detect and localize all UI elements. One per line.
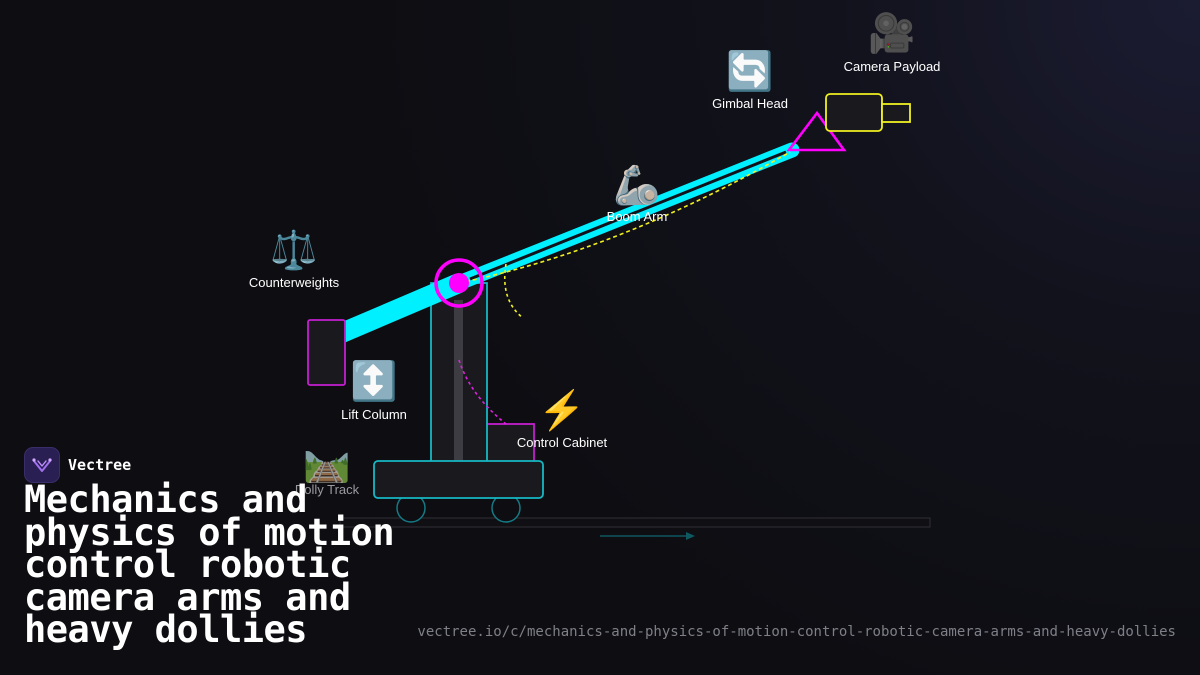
lift-column-rail xyxy=(454,300,463,461)
movie-camera-icon: 🎥 xyxy=(868,13,916,55)
boom-arm-front-inner xyxy=(469,150,787,281)
page-title: Mechanics and physics of motion control … xyxy=(24,478,395,651)
article-url: vectree.io/c/mechanics-and-physics-of-mo… xyxy=(417,624,1176,640)
dolly-track-rail xyxy=(339,517,931,528)
pivot-hub xyxy=(449,273,469,293)
camera-body xyxy=(825,93,883,132)
counterweight-box xyxy=(307,319,346,386)
dolly-base xyxy=(373,460,544,499)
brand-name: Vectree xyxy=(68,456,132,474)
vectree-logo-icon xyxy=(24,447,60,483)
camera-lens xyxy=(881,103,911,123)
counterweights-label: Counterweights xyxy=(248,275,340,290)
up-down-arrow-icon: ↕️ xyxy=(350,361,398,403)
mechanical-arm-icon: 🦾 xyxy=(613,165,661,207)
pivot-signal-line xyxy=(504,263,524,319)
cabinet-signal-line xyxy=(458,359,507,425)
gimbal-head-label: Gimbal Head xyxy=(712,96,788,111)
railway-track-icon: 🛤️ xyxy=(303,442,351,484)
control-cabinet-label: Control Cabinet xyxy=(516,435,608,450)
pivot-ring xyxy=(434,258,484,308)
travel-direction-arrowhead xyxy=(686,532,695,540)
camera-payload-label: Camera Payload xyxy=(843,59,941,74)
balance-scale-icon: ⚖️ xyxy=(270,230,318,272)
brand: Vectree xyxy=(24,447,131,483)
dolly-track-label: Dolly Track xyxy=(294,482,360,497)
lift-column-label: Lift Column xyxy=(341,407,407,422)
boom-arm-label: Boom Arm xyxy=(606,209,668,224)
rotate-arrows-icon: 🔄 xyxy=(726,51,774,93)
lightning-bolt-icon: ⚡ xyxy=(538,390,586,432)
payload-signal-line xyxy=(458,151,791,284)
